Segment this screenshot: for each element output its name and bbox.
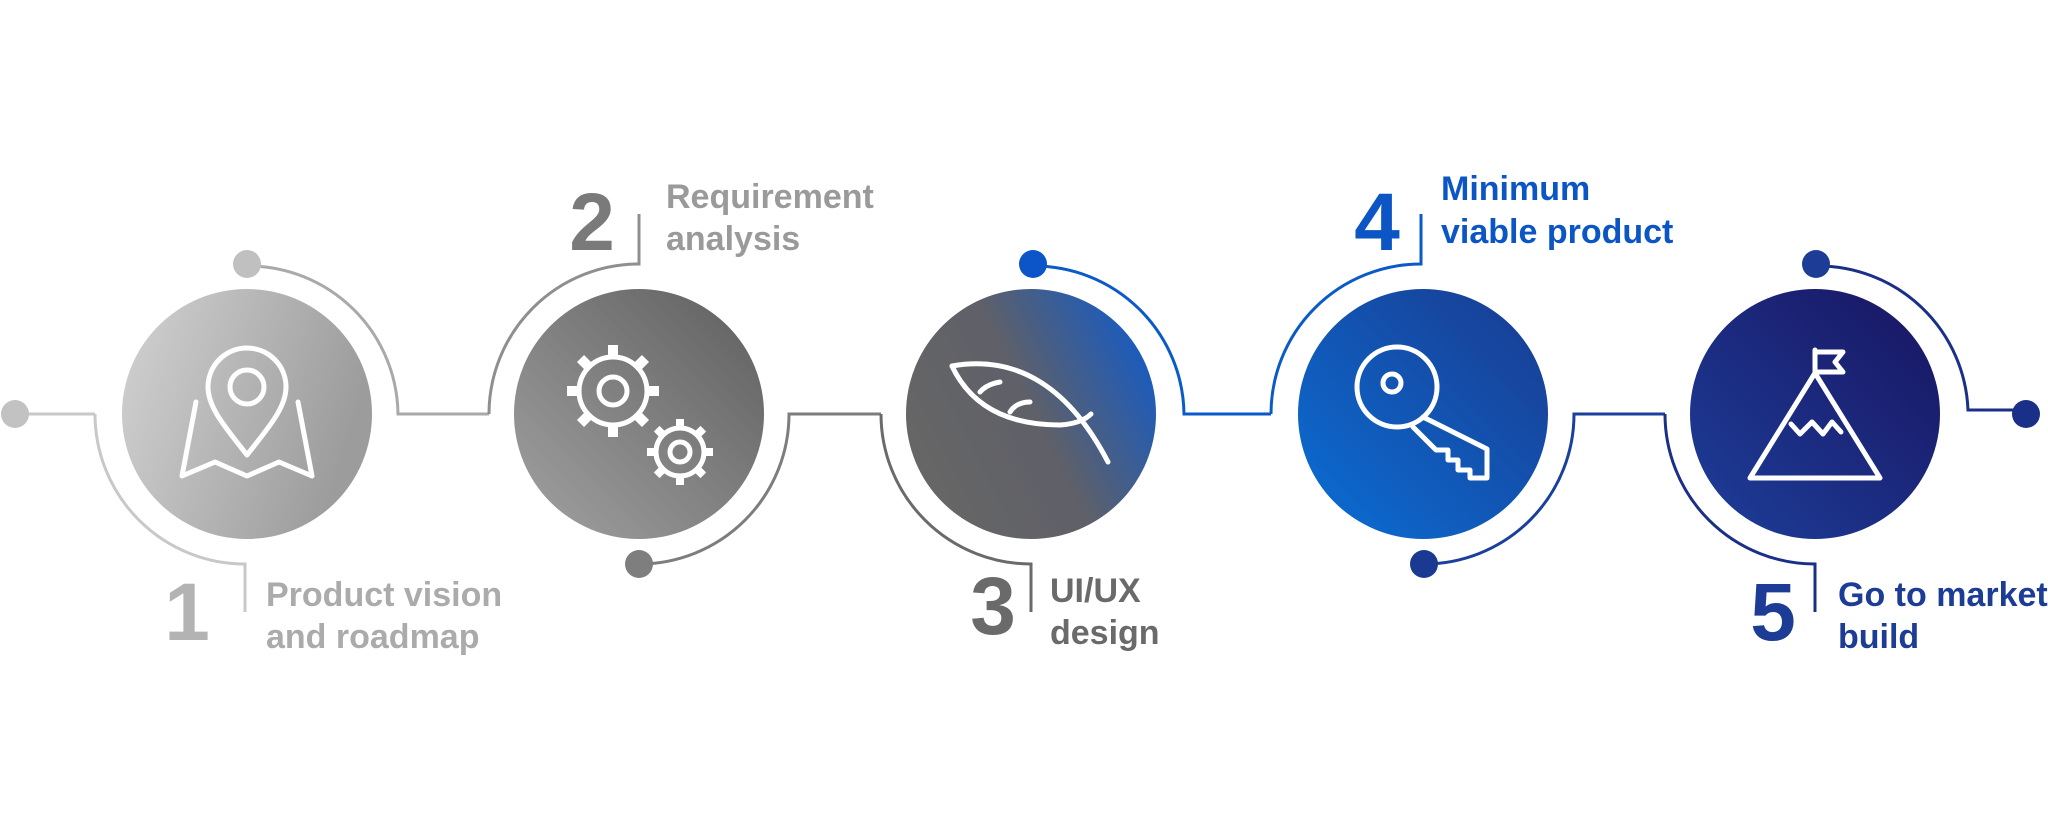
step-circle-5 xyxy=(1690,289,1940,539)
step-2-label-group: 2 Requirement analysis xyxy=(569,177,874,268)
connector-step-4 xyxy=(1269,214,1665,566)
map-pin-icon xyxy=(179,345,315,479)
connector-dot xyxy=(233,250,261,278)
label-separators xyxy=(243,564,1817,612)
step-circle-1 xyxy=(122,289,372,539)
step-label-5-line-1: Go to market xyxy=(1838,576,2048,614)
step-circle-4 xyxy=(1298,289,1548,539)
feather-icon xyxy=(949,361,1111,465)
connector-lines xyxy=(14,214,2027,612)
connector-dot xyxy=(1802,250,1830,278)
step-label-3-line-2: design xyxy=(1050,614,1160,652)
step-number-5: 5 xyxy=(1750,567,1796,658)
step-label-5-line-2: build xyxy=(1838,618,1919,656)
step-5-label-group: 5 Go to market build xyxy=(1750,567,2048,658)
connector-dots xyxy=(1,250,2040,578)
step-1-label-group: 1 Product vision and roadmap xyxy=(164,567,502,658)
step-number-1: 1 xyxy=(164,567,210,658)
connector-step-2 xyxy=(487,214,881,566)
connector-step-3 xyxy=(879,264,1271,612)
connector-dot xyxy=(625,550,653,578)
step-label-2-line-2: analysis xyxy=(666,220,800,258)
key-icon xyxy=(1354,344,1490,481)
step-4-label-group: 4 Minimum viable product xyxy=(1354,170,1673,268)
step-number-2: 2 xyxy=(569,177,615,268)
step-label-4-line-1: Minimum xyxy=(1441,170,1590,208)
step-number-3: 3 xyxy=(970,561,1016,652)
gears-icon xyxy=(567,345,713,485)
connector-dot xyxy=(1,400,29,428)
connector-dot xyxy=(2012,400,2040,428)
step-3-label-group: 3 UI/UX design xyxy=(970,561,1159,652)
connector-step-5 xyxy=(1663,264,2027,612)
step-label-3-line-1: UI/UX xyxy=(1050,572,1141,610)
step-number-4: 4 xyxy=(1354,177,1400,268)
mountain-flag-icon xyxy=(1747,347,1883,481)
connector-dot xyxy=(1019,250,1047,278)
connector-dot xyxy=(1410,550,1438,578)
step-label-4-line-2: viable product xyxy=(1441,213,1673,251)
step-circles xyxy=(122,289,1940,539)
step-label-1-line-1: Product vision xyxy=(266,576,502,614)
step-circle-3 xyxy=(906,289,1156,539)
step-label-2-line-1: Requirement xyxy=(666,178,874,216)
step-label-1-line-2: and roadmap xyxy=(266,618,479,656)
